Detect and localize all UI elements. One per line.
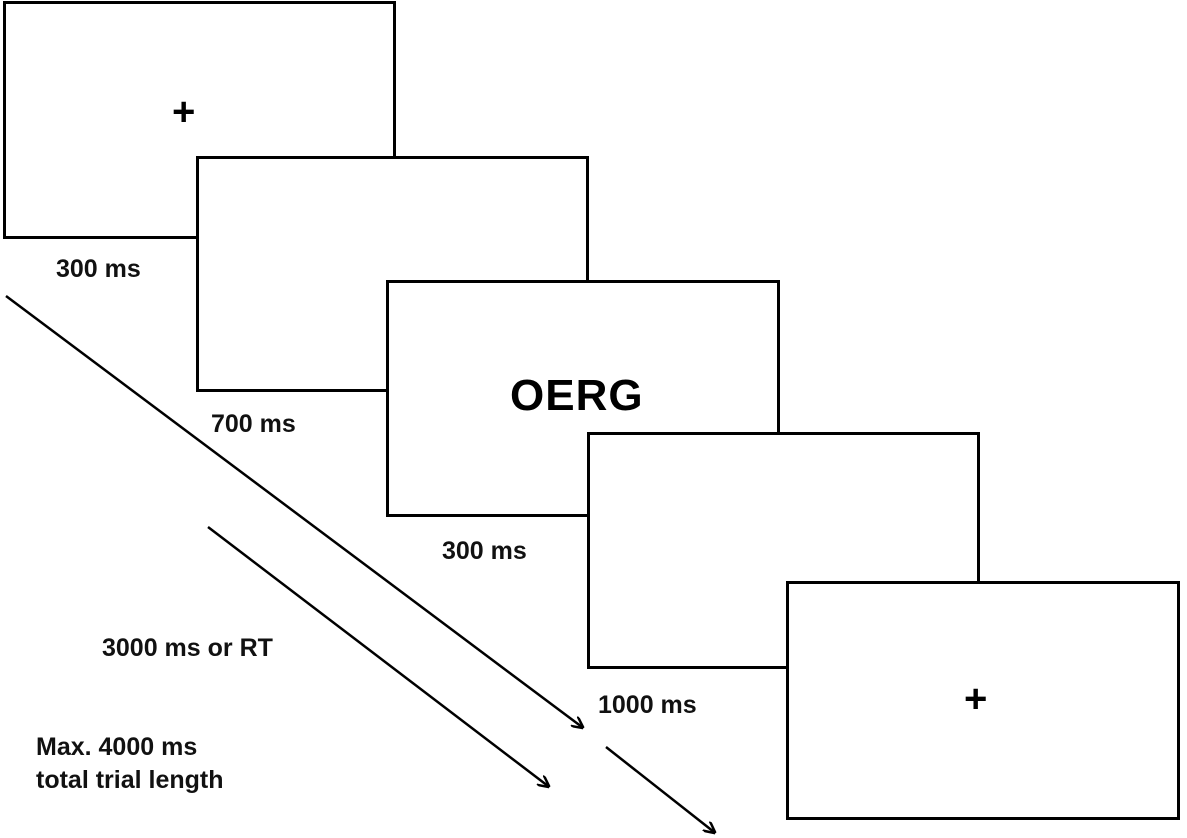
arrow-long bbox=[5, 294, 582, 727]
max-trial-length-line-1: Max. 4000 ms bbox=[36, 733, 198, 761]
fixation-cross-icon: + bbox=[172, 90, 196, 134]
arrow-response-window bbox=[207, 526, 548, 786]
stimulus-word: OERG bbox=[510, 371, 644, 420]
response-window-label: 3000 ms or RT bbox=[102, 634, 273, 662]
max-trial-length-label: Max. 4000 ms total trial length bbox=[36, 731, 224, 797]
fixation-cross-icon: + bbox=[964, 677, 988, 721]
duration-label-fixation: 300 ms bbox=[56, 255, 141, 283]
arrow-next-trial bbox=[605, 746, 714, 832]
screen-fixation-next: + bbox=[786, 581, 1180, 820]
max-trial-length-line-2: total trial length bbox=[36, 766, 224, 794]
duration-label-blank-1: 700 ms bbox=[211, 410, 296, 438]
duration-label-stimulus: 300 ms bbox=[442, 537, 527, 565]
duration-label-blank-2: 1000 ms bbox=[598, 691, 697, 719]
